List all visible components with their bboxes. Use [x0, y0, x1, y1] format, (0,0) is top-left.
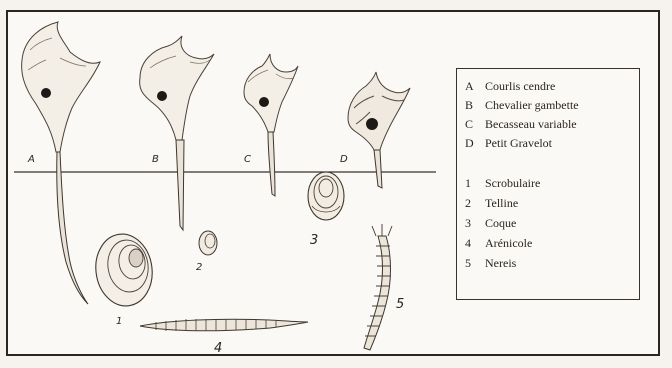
prey-worm-arenicole: [140, 319, 308, 331]
legend-label: Becasseau variable: [485, 117, 577, 131]
bird-head-c: [244, 54, 298, 196]
label-bird-b: B: [152, 154, 159, 165]
bird-head-d: [348, 72, 410, 188]
label-prey-2: 2: [196, 262, 202, 273]
label-bird-d: D: [340, 154, 348, 165]
prey-worm-nereis: [364, 224, 392, 350]
legend-label: Coque: [485, 216, 516, 230]
legend-key: 5: [465, 256, 485, 271]
legend-label: Chevalier gambette: [485, 98, 579, 112]
legend-label: Telline: [485, 196, 518, 210]
prey-shell-coque: [308, 172, 344, 220]
legend-key: 1: [465, 176, 485, 191]
legend-label: Nereis: [485, 256, 516, 270]
legend-key: 3: [465, 216, 485, 231]
bird-head-b: [140, 36, 214, 230]
legend-label: Courlis cendre: [485, 79, 555, 93]
label-prey-3: 3: [310, 233, 318, 248]
prey-shell-scrobulaire: [91, 230, 156, 309]
legend-label: Scrobulaire: [485, 176, 540, 190]
legend-key: D: [465, 136, 485, 151]
legend-key: 4: [465, 236, 485, 251]
legend-key: C: [465, 117, 485, 132]
label-bird-c: C: [244, 154, 251, 165]
label-prey-1: 1: [116, 316, 122, 327]
legend-key: B: [465, 98, 485, 113]
legend-key: 2: [465, 196, 485, 211]
legend-label: Arénicole: [485, 236, 532, 250]
prey-shell-telline: [199, 231, 217, 255]
legend-key: A: [465, 79, 485, 94]
label-prey-4: 4: [214, 341, 222, 356]
label-prey-5: 5: [396, 297, 404, 312]
label-bird-a: A: [27, 154, 35, 165]
legend-label: Petit Gravelot: [485, 136, 552, 150]
